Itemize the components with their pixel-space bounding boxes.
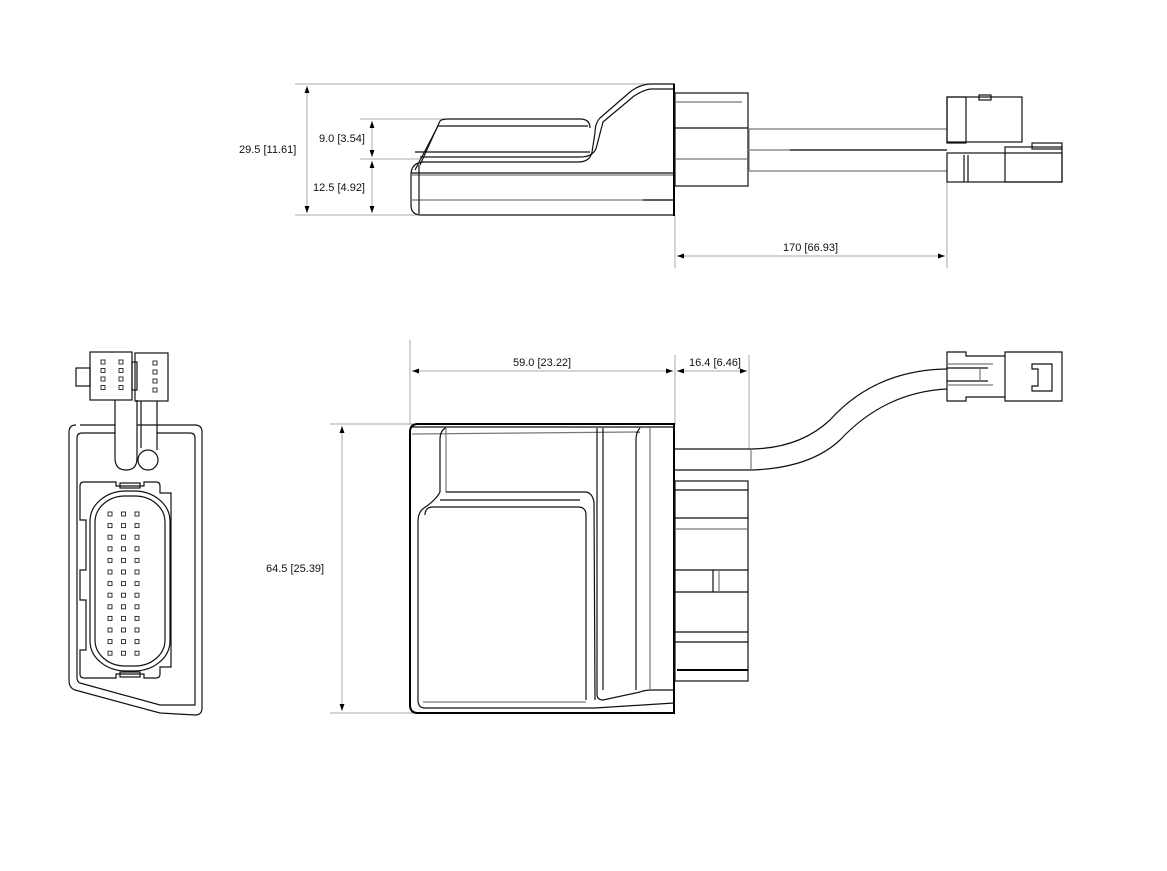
pin xyxy=(121,546,126,552)
dim-upper-step: 9.0 [3.54] xyxy=(319,133,365,145)
top-view: 59.0 [23.22] 16.4 [6.46] 64.5 [25.39] xyxy=(266,340,1063,714)
pin xyxy=(107,581,113,587)
pin xyxy=(134,604,140,610)
dim-cable-length: 170 [66.93] xyxy=(783,242,838,254)
pin xyxy=(107,511,113,517)
pin xyxy=(134,639,140,645)
end-housing-inner xyxy=(76,432,196,706)
pin xyxy=(134,523,140,529)
dim-connector-length: 16.4 [6.46] xyxy=(689,357,741,369)
pin xyxy=(107,639,113,645)
pin xyxy=(121,523,126,529)
pin xyxy=(134,569,140,575)
cable-end xyxy=(137,449,159,471)
pin xyxy=(121,650,126,656)
pin xyxy=(118,368,124,373)
connector-top xyxy=(674,480,749,682)
pin xyxy=(118,385,124,390)
cable-side xyxy=(748,128,947,172)
pin xyxy=(107,627,113,633)
pin xyxy=(121,581,126,587)
pin xyxy=(121,534,126,540)
pin xyxy=(107,523,113,529)
main-connector-end xyxy=(79,481,172,679)
end-view xyxy=(68,351,203,716)
dim-overall-height: 29.5 [11.61] xyxy=(239,144,296,156)
pin-grid xyxy=(107,511,140,656)
pin xyxy=(100,368,106,373)
pin xyxy=(121,592,126,598)
pin xyxy=(134,592,140,598)
cable-top xyxy=(675,368,948,471)
pin xyxy=(121,569,126,575)
pin xyxy=(152,360,158,366)
pin xyxy=(134,650,140,656)
side-view: 29.5 [11.61] 9.0 [3.54] 12.5 [4.92] 170 … xyxy=(239,83,1063,268)
pin xyxy=(107,592,113,598)
pin xyxy=(100,359,106,365)
module-body-top xyxy=(409,423,675,714)
dim-lower-body: 12.5 [4.92] xyxy=(313,182,365,194)
pin xyxy=(134,581,140,587)
terminal-connector-side xyxy=(946,94,1063,183)
pin xyxy=(100,385,106,390)
terminal-connector-top xyxy=(946,351,1063,402)
aux-connector-right xyxy=(131,352,169,402)
pin xyxy=(121,615,126,621)
pin xyxy=(121,511,126,517)
pin xyxy=(134,557,140,563)
connector-side xyxy=(674,92,750,187)
pin xyxy=(100,376,106,382)
pin xyxy=(152,378,158,384)
pin xyxy=(134,546,140,552)
pin xyxy=(107,650,113,656)
pin xyxy=(107,534,113,540)
pin xyxy=(134,627,140,633)
pin xyxy=(118,376,124,382)
aux-connector-left xyxy=(75,351,133,401)
pin xyxy=(121,639,126,645)
pin xyxy=(107,557,113,563)
end-housing-outer xyxy=(68,424,203,716)
pin xyxy=(121,627,126,633)
pin xyxy=(107,615,113,621)
pin xyxy=(152,387,158,393)
pin xyxy=(121,604,126,610)
pin xyxy=(107,546,113,552)
pin xyxy=(134,615,140,621)
dim-body-width: 64.5 [25.39] xyxy=(266,563,324,575)
pin xyxy=(134,534,140,540)
pin xyxy=(152,369,158,375)
pin xyxy=(121,557,126,563)
dim-body-length: 59.0 [23.22] xyxy=(513,357,571,369)
pin xyxy=(134,511,140,517)
pin xyxy=(107,569,113,575)
pin xyxy=(118,359,124,365)
module-body-side xyxy=(410,83,675,216)
cable-loop xyxy=(114,400,138,471)
pin xyxy=(107,604,113,610)
